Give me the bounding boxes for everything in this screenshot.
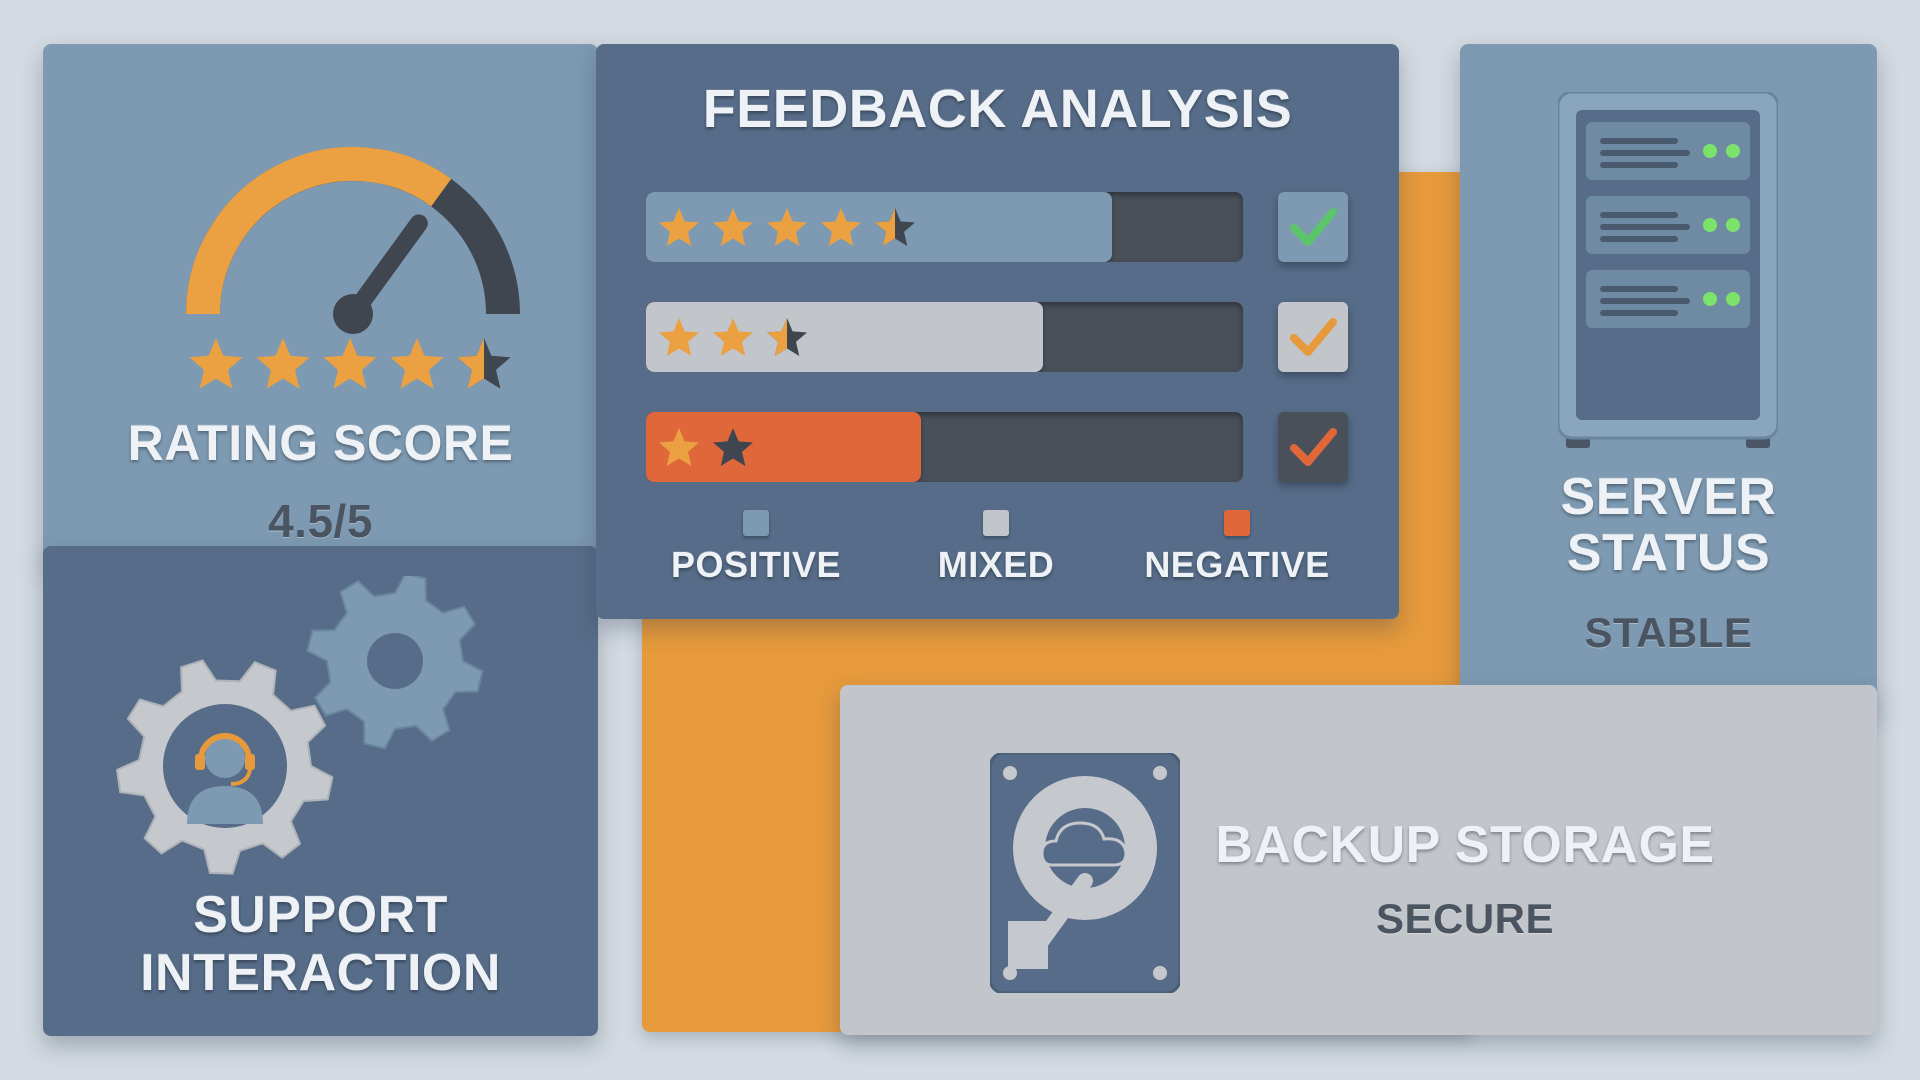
status-led-icon	[1703, 218, 1717, 232]
gauge-level-arc	[186, 146, 452, 315]
rating-score-card[interactable]: RATING SCORE 4.5/5	[43, 44, 598, 564]
server-unit	[1586, 122, 1750, 180]
star-icon	[767, 208, 807, 246]
star-icon	[189, 338, 243, 389]
status-led-icon	[1703, 292, 1717, 306]
feedback-bar-positive	[646, 192, 1243, 262]
star-icon	[713, 208, 753, 246]
support-gears-illustration	[116, 576, 484, 875]
feedback-bar-mixed	[646, 302, 1243, 372]
star-icon	[659, 318, 699, 356]
checkmark-button-negative[interactable]	[1278, 412, 1348, 482]
support-interaction-title: SUPPORT INTERACTION	[43, 886, 598, 1002]
rating-score-value: 4.5/5	[268, 495, 373, 547]
rating-score-title: RATING SCORE	[127, 415, 514, 471]
gear-icon	[306, 576, 484, 750]
star-icon	[659, 428, 699, 466]
rating-stars	[189, 338, 511, 389]
server-title-line1: SERVER	[1560, 468, 1777, 526]
star-icon	[821, 208, 861, 246]
star-icon	[713, 318, 753, 356]
legend-label-negative: NEGATIVE	[1144, 544, 1330, 585]
headset-agent-icon	[187, 733, 263, 824]
star-icon	[713, 428, 753, 466]
star-icon	[323, 338, 377, 389]
server-unit	[1586, 196, 1750, 254]
checkmark-icon	[1290, 318, 1337, 356]
hard-drive-cloud-icon	[990, 753, 1180, 993]
half-star-icon	[767, 318, 787, 356]
status-led-icon	[1726, 218, 1740, 232]
status-led-icon	[1703, 144, 1717, 158]
legend-swatch-negative	[1224, 510, 1250, 536]
legend-label-positive: POSITIVE	[670, 544, 842, 585]
half-star-icon	[875, 208, 895, 246]
half-star-icon	[457, 338, 484, 389]
feedback-analysis-card[interactable]: FEEDBACK ANALYSIS POSITIVE MIXED NEGATIV…	[596, 44, 1399, 619]
speedometer-gauge-icon	[186, 146, 520, 334]
legend-swatch-mixed	[983, 510, 1009, 536]
legend-swatch-positive	[743, 510, 769, 536]
checkmark-button-positive[interactable]	[1278, 192, 1348, 262]
checkmark-icon	[1290, 208, 1337, 246]
checkmark-icon	[1290, 428, 1337, 466]
legend-label-mixed: MIXED	[937, 544, 1055, 585]
feedback-analysis-title: FEEDBACK ANALYSIS	[702, 79, 1293, 139]
cloud-icon	[1040, 821, 1128, 867]
support-title-line2: INTERACTION	[140, 944, 501, 1002]
server-status-value: STABLE	[1584, 609, 1753, 656]
feedback-bar-stars-positive	[659, 208, 915, 246]
backup-storage-title: BACKUP STORAGE	[1215, 816, 1715, 874]
backup-storage-card[interactable]: BACKUP STORAGE SECURE	[840, 685, 1877, 1035]
star-icon	[256, 338, 310, 389]
backup-storage-status: SECURE	[1375, 895, 1555, 942]
status-led-icon	[1726, 144, 1740, 158]
server-status-title: SERVER STATUS	[1460, 469, 1877, 581]
support-interaction-card[interactable]: SUPPORT INTERACTION	[43, 546, 598, 1036]
star-icon	[659, 208, 699, 246]
server-title-line2: STATUS	[1566, 524, 1771, 582]
checkmark-button-mixed[interactable]	[1278, 302, 1348, 372]
support-title-line1: SUPPORT	[193, 886, 448, 944]
star-icon	[390, 338, 444, 389]
feedback-bar-stars-mixed	[659, 318, 807, 356]
status-led-icon	[1726, 292, 1740, 306]
server-rack-icon	[1558, 92, 1778, 448]
server-unit	[1586, 270, 1750, 328]
server-status-card[interactable]: SERVER STATUS STABLE	[1460, 44, 1877, 714]
feedback-bar-fill-mixed	[646, 302, 1043, 372]
feedback-bar-stars-negative	[659, 428, 753, 466]
feedback-bar-negative	[646, 412, 1243, 482]
